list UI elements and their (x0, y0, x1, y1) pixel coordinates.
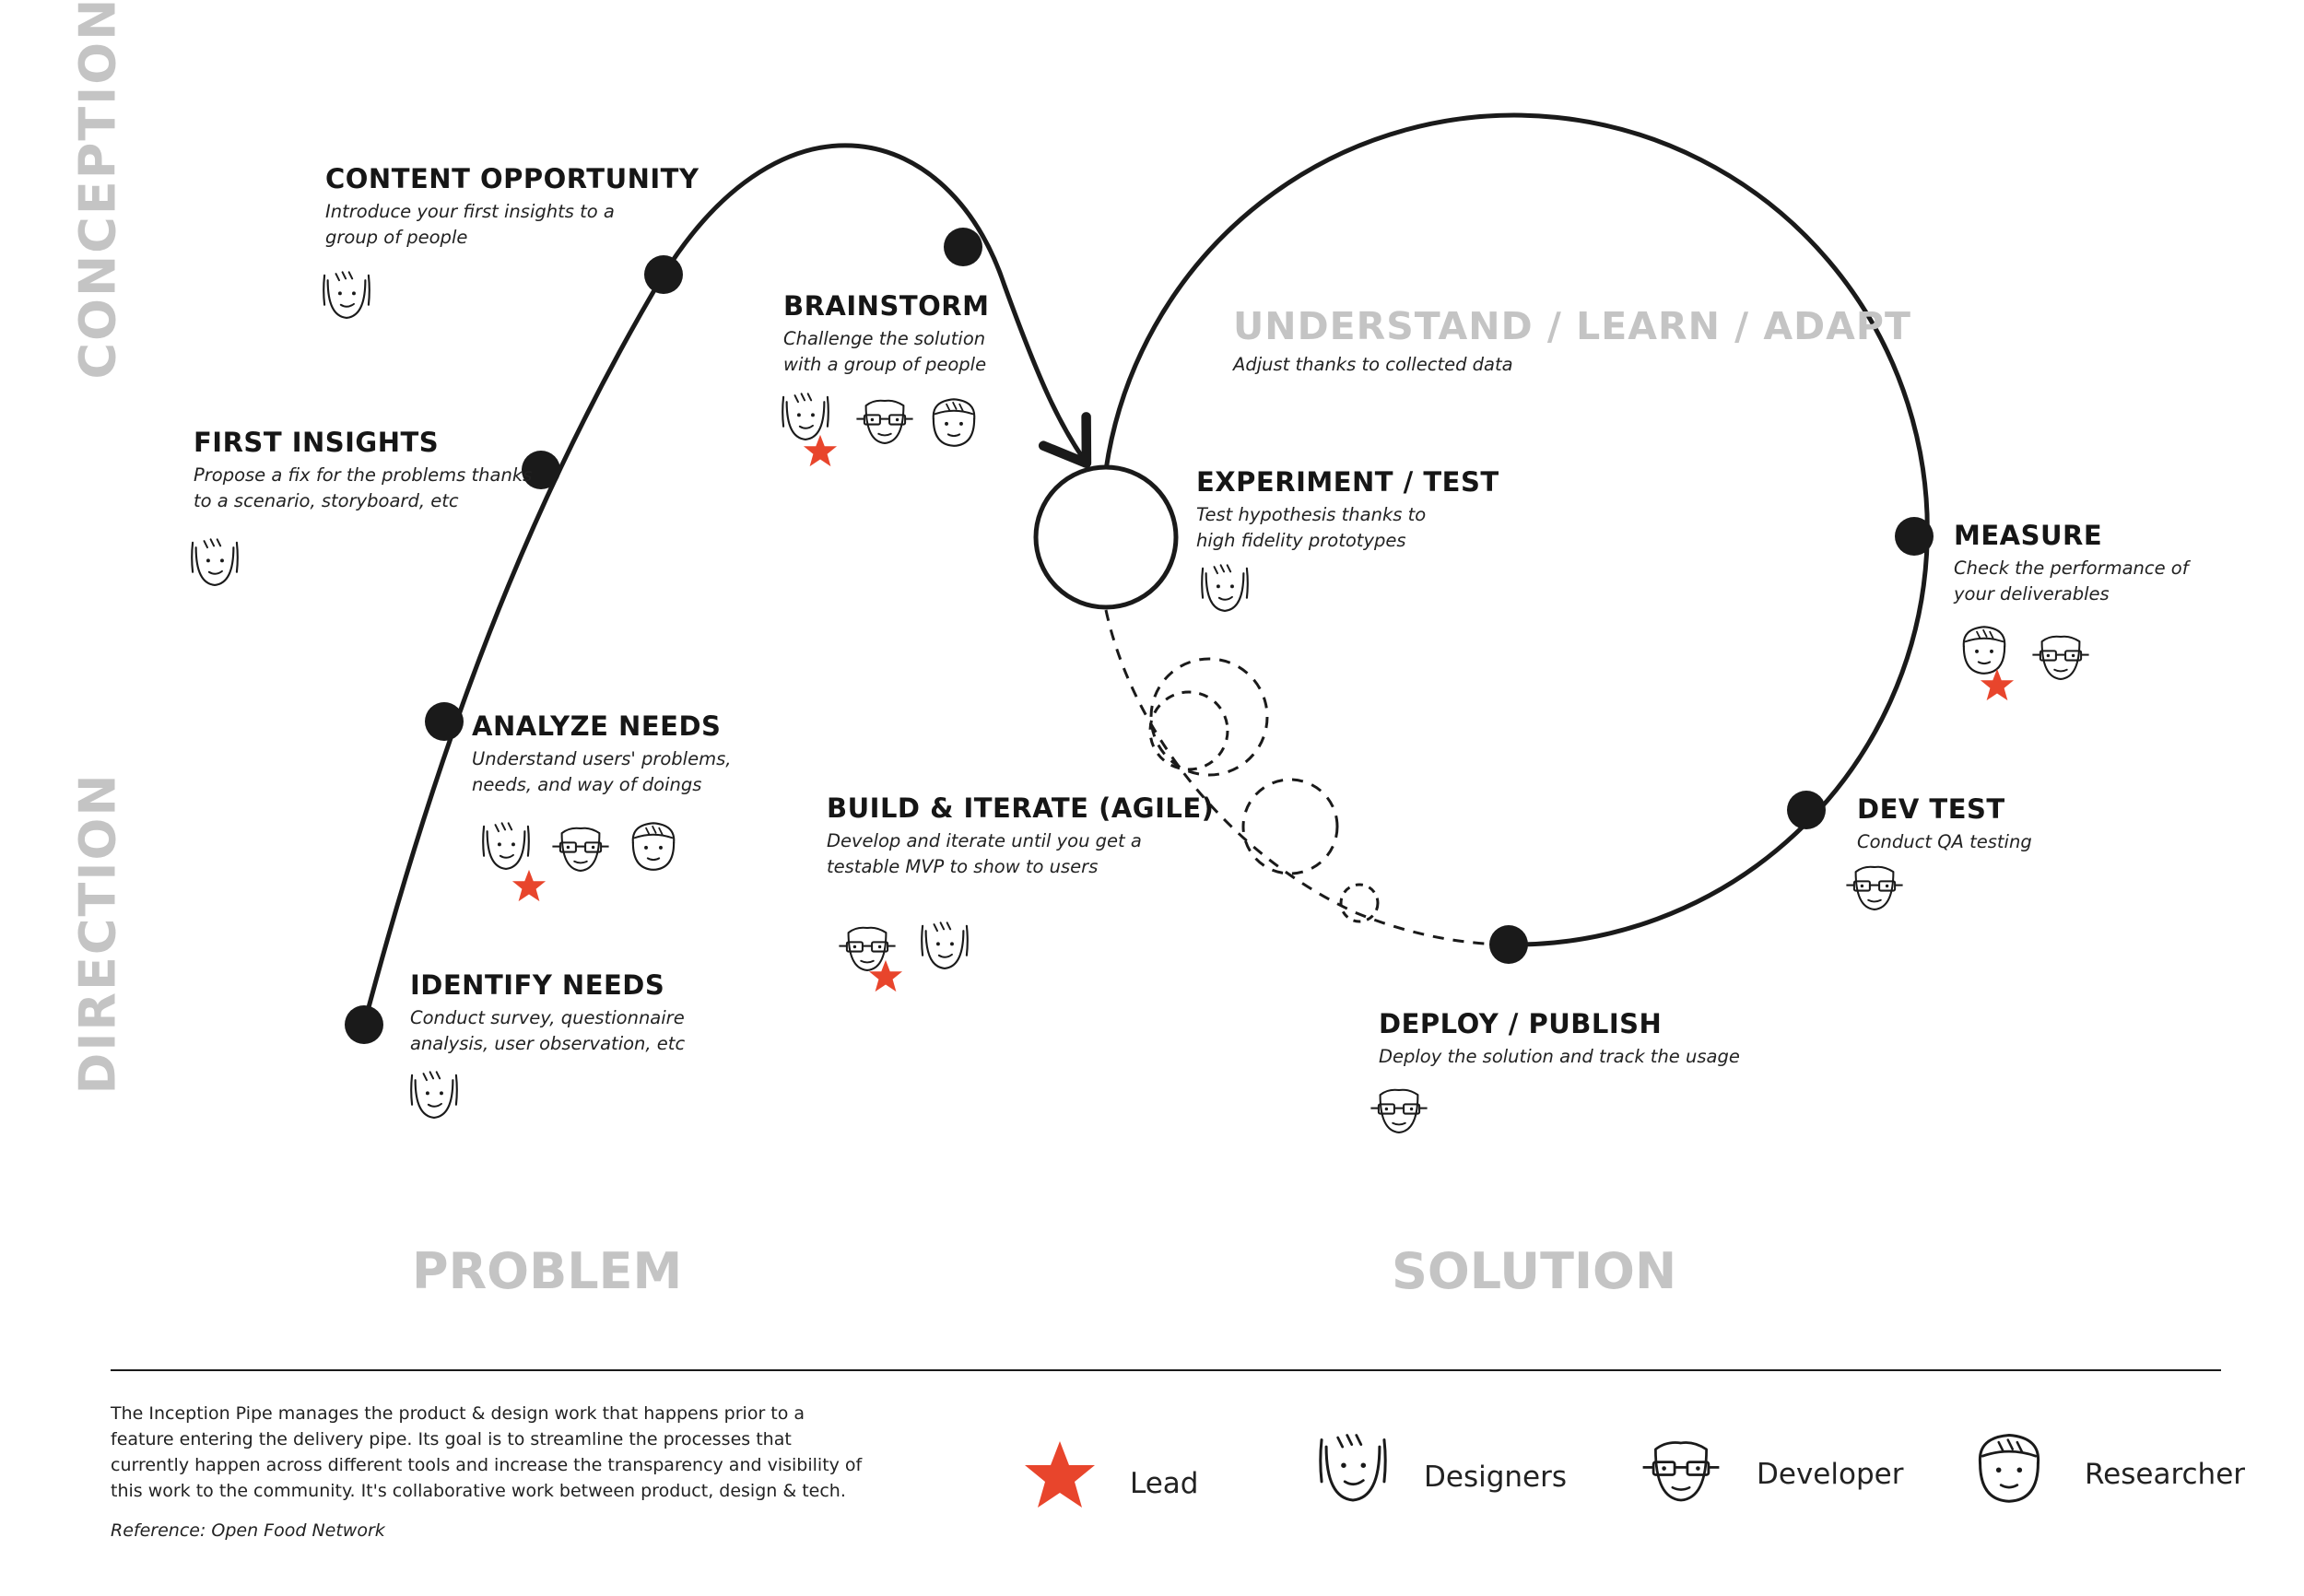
experiment-node (1033, 464, 1179, 610)
cycle-title: UNDERSTAND / LEARN / ADAPT (1233, 304, 1911, 348)
stage-description: Conduct survey, questionnaire analysis, … (410, 1007, 686, 1054)
developer-face-icon (1845, 865, 1904, 910)
designer-face-icon (921, 921, 969, 969)
stage-title: CONTENT OPPORTUNITY (325, 163, 699, 194)
stage-title: ANALYZE NEEDS (472, 710, 722, 742)
section-label-problem: PROBLEM (412, 1242, 683, 1300)
footer-description: The Inception Pipe manages the product &… (111, 1403, 863, 1501)
stage-title: DEV TEST (1857, 793, 2005, 825)
stage-title: BRAINSTORM (783, 290, 990, 322)
stage-description: Understand users' problems, needs, and w… (472, 748, 732, 795)
stage-brainstorm: BRAINSTORM Challenge the solution with a… (783, 289, 1447, 378)
designer-face-icon (1201, 564, 1249, 612)
cycle-circle (1103, 112, 1930, 947)
stage-description: Test hypothesis thanks to high fidelity … (1196, 504, 1427, 551)
legend-designers-label: Designers (1424, 1461, 1567, 1494)
iteration-loop-4 (1339, 883, 1380, 923)
stage-first-insights: FIRST INSIGHTS Propose a fix for the pro… (194, 426, 857, 514)
designer-face-icon (323, 271, 370, 319)
developer-face-icon (1641, 1441, 1721, 1502)
stage-title: DEPLOY / PUBLISH (1379, 1008, 1663, 1039)
cycle-description: Adjust thanks to collected data (1233, 354, 1513, 375)
stage-description: Check the performance of your deliverabl… (1954, 557, 2189, 604)
stage-description: Introduce your first insights to a group… (325, 201, 615, 248)
stage-analyze-needs: ANALYZE NEEDS Understand users' problems… (472, 710, 1135, 798)
stage-title: EXPERIMENT / TEST (1196, 466, 1499, 498)
researcher-face-icon (631, 822, 676, 871)
stage-title: IDENTIFY NEEDS (410, 969, 665, 1001)
stage-description: Develop and iterate until you get a test… (827, 830, 1142, 877)
stage-description: Challenge the solution with a group of p… (783, 328, 987, 375)
stage-identify-needs: IDENTIFY NEEDS Conduct survey, questionn… (410, 968, 1074, 1057)
node-measure (1895, 517, 1934, 556)
designer-face-icon (482, 822, 530, 870)
node-brainstorm (944, 228, 982, 266)
node-content-opportunity (644, 255, 683, 294)
stage-description: Deploy the solution and track the usage (1379, 1046, 1740, 1067)
stage-title: BUILD & ITERATE (AGILE) (827, 792, 1215, 824)
legend-researcher-label: Researcher (2085, 1458, 2246, 1491)
developer-face-icon (2031, 635, 2090, 680)
section-label-solution: SOLUTION (1392, 1242, 1677, 1300)
lead-star-icon (1025, 1441, 1095, 1508)
stage-deploy-publish: DEPLOY / PUBLISH Deploy the solution and… (1379, 1007, 2042, 1070)
node-analyze-needs (425, 702, 464, 741)
lead-star-icon (511, 869, 547, 902)
stage-dev-test: DEV TEST Conduct QA testing (1857, 792, 2226, 855)
researcher-face-icon (1962, 626, 2006, 675)
axis-label-conception: CONCEPTION (68, 0, 127, 380)
stage-experiment-test: EXPERIMENT / TEST Test hypothesis thanks… (1196, 465, 1860, 554)
node-dev-test (1787, 791, 1826, 829)
node-first-insights (522, 451, 560, 489)
iteration-dashed-path (1104, 609, 1510, 946)
stage-build-iterate: BUILD & ITERATE (AGILE) Develop and iter… (827, 792, 1490, 880)
developer-face-icon (551, 827, 610, 872)
stage-measure: MEASURE Check the performance of your de… (1954, 519, 2286, 607)
stage-description: Propose a fix for the problems thanks to… (194, 464, 533, 511)
designer-face-icon (410, 1071, 458, 1119)
axis-label-direction: DIRECTION (68, 772, 127, 1095)
researcher-face-icon (1978, 1434, 2040, 1503)
stage-title: FIRST INSIGHTS (194, 427, 440, 458)
designer-face-icon (1319, 1434, 1387, 1502)
researcher-face-icon (932, 398, 976, 447)
iteration-loop-1 (1149, 657, 1269, 777)
node-deploy-publish (1489, 925, 1528, 964)
stage-title: MEASURE (1954, 520, 2103, 551)
footer-reference: Reference: Open Food Network (111, 1520, 385, 1541)
stage-description: Conduct QA testing (1857, 831, 2032, 852)
developer-face-icon (1369, 1088, 1428, 1133)
footer-divider (111, 1369, 2221, 1371)
legend-lead-label: Lead (1130, 1467, 1199, 1500)
stage-content-opportunity: CONTENT OPPORTUNITY Introduce your first… (325, 162, 989, 251)
pipe-curve (361, 143, 1092, 1027)
iteration-loop-2 (1148, 690, 1229, 771)
iteration-loop-3 (1241, 778, 1339, 875)
legend-developer-label: Developer (1757, 1458, 1904, 1491)
developer-face-icon (855, 399, 914, 444)
designer-face-icon (191, 538, 239, 586)
node-identify-needs (345, 1005, 383, 1044)
